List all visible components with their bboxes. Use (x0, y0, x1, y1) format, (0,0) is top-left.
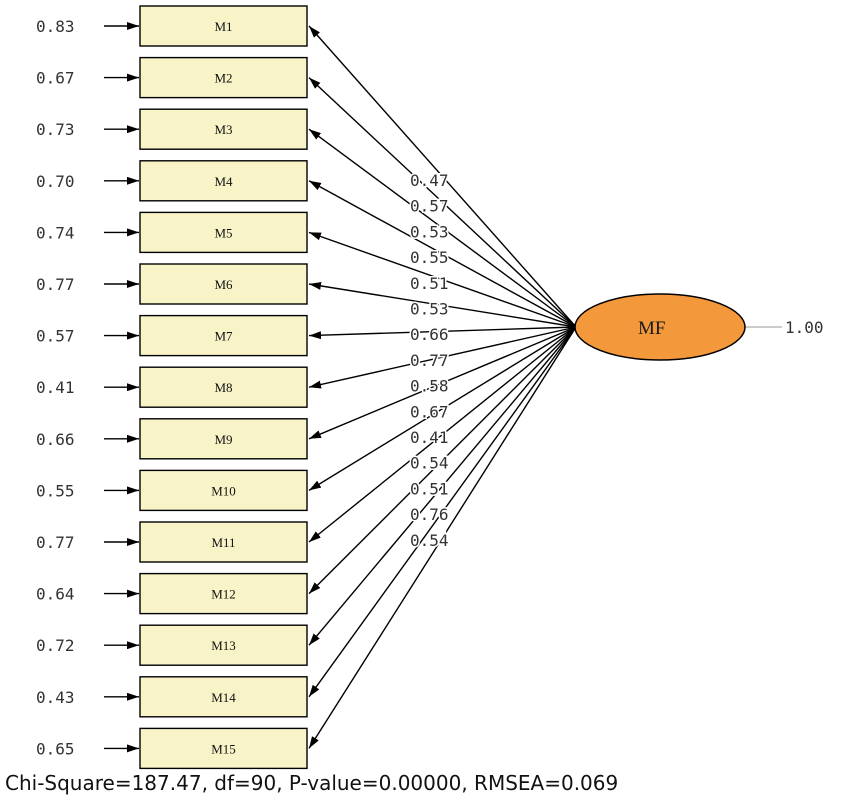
loading-label-m9: 0.58 (410, 377, 449, 396)
indicator-box-m4[interactable] (139, 160, 308, 202)
fit-statistics: Chi-Square=187.47, df=90, P-value=0.0000… (5, 771, 618, 795)
indicator-label-m14: M14 (211, 690, 236, 705)
loading-label-m11: 0.41 (410, 428, 449, 447)
error-value-m8: 0.41 (36, 378, 75, 397)
indicator-box-m10[interactable] (139, 469, 308, 512)
error-value-m10: 0.55 (36, 481, 75, 500)
error-value-m2: 0.67 (36, 69, 75, 88)
indicator-label-m9: M9 (214, 432, 232, 447)
indicator-label-m4: M4 (214, 174, 233, 189)
indicator-box-m2[interactable] (139, 56, 308, 99)
loading-label-m15: 0.54 (410, 531, 449, 550)
loading-label-m10: 0.67 (410, 402, 449, 421)
loading-label-m6: 0.53 (410, 300, 449, 319)
error-value-m9: 0.66 (36, 430, 75, 449)
indicator-box-m3[interactable] (139, 108, 308, 150)
latent-variable-mf[interactable] (574, 293, 746, 361)
indicator-label-m15: M15 (211, 741, 236, 756)
loading-label-m14: 0.76 (410, 505, 449, 524)
indicator-box-m15[interactable] (139, 727, 308, 770)
loading-label-m5: 0.51 (410, 274, 449, 293)
loading-label-m3: 0.53 (410, 222, 449, 241)
loading-label-m12: 0.54 (410, 454, 449, 473)
indicator-box-m5[interactable] (139, 211, 308, 254)
error-value-m15: 0.65 (36, 739, 75, 758)
indicator-box-m6[interactable] (139, 263, 308, 305)
indicator-box-m1[interactable] (139, 5, 308, 47)
loading-path-m2 (308, 77, 577, 328)
indicator-label-m3: M3 (214, 122, 232, 137)
loading-path-m7 (308, 326, 577, 340)
error-value-m3: 0.73 (36, 120, 75, 139)
error-value-m13: 0.72 (36, 636, 75, 655)
indicator-label-m2: M2 (214, 71, 232, 86)
loading-path-m8 (308, 326, 577, 389)
loading-path-m5 (308, 231, 577, 328)
error-value-m12: 0.64 (36, 585, 75, 604)
error-value-m11: 0.77 (36, 533, 75, 552)
indicator-box-m7[interactable] (139, 314, 308, 357)
loading-path-m1 (308, 25, 577, 328)
indicator-label-m11: M11 (211, 535, 235, 550)
loading-path-m3 (308, 128, 577, 328)
indicator-box-m14[interactable] (139, 676, 308, 718)
loading-path-m9 (308, 326, 577, 440)
indicator-label-m8: M8 (214, 380, 232, 395)
loading-label-m8: 0.77 (410, 351, 449, 370)
loading-path-m13 (308, 326, 577, 646)
indicator-box-m8[interactable] (139, 366, 308, 408)
loading-path-m12 (308, 326, 577, 595)
latent-label: MF (638, 318, 665, 339)
error-value-m6: 0.77 (36, 275, 75, 294)
error-value-m5: 0.74 (36, 223, 75, 242)
indicator-box-m9[interactable] (139, 418, 308, 460)
indicator-label-m6: M6 (214, 277, 233, 292)
error-terms: 0.83 0.67 0.73 0.70 0.74 0.77 0.57 0.41 0.66 0.55… (36, 17, 139, 758)
loading-path-m10 (308, 326, 577, 491)
loading-path-m11 (308, 326, 577, 543)
loading-path-m4 (308, 180, 577, 328)
loading-label-m13: 0.51 (410, 479, 449, 498)
error-value-m1: 0.83 (36, 17, 75, 36)
indicator-label-m1: M1 (214, 19, 232, 34)
loading-path-m15 (308, 326, 577, 749)
error-value-m7: 0.57 (36, 327, 75, 346)
loading-label-m1: 0.47 (410, 171, 449, 190)
loading-path-m6 (308, 281, 577, 328)
error-value-m4: 0.70 (36, 172, 75, 191)
loading-label-m7: 0.66 (410, 325, 449, 344)
loading-label-m4: 0.55 (410, 248, 449, 267)
error-value-m14: 0.43 (36, 688, 75, 707)
indicator-label-m12: M12 (211, 587, 236, 602)
loading-paths (308, 25, 577, 749)
indicator-label-m13: M13 (211, 638, 236, 653)
indicator-label-m5: M5 (214, 225, 232, 240)
loading-label-m2: 0.57 (410, 197, 449, 216)
indicator-box-m13[interactable] (139, 624, 308, 666)
loading-path-m14 (308, 326, 577, 698)
indicator-label-m7: M7 (214, 329, 233, 344)
loading-labels: 0.47 0.57 0.53 0.55 0.51 0.53 0.66 0.77 0.58 0.67… (409, 170, 451, 552)
indicator-label-m10: M10 (211, 483, 236, 498)
latent-variance: 1.00 (785, 318, 824, 337)
indicator-box-m11[interactable] (139, 521, 308, 563)
indicator-box-m12[interactable] (139, 572, 308, 615)
